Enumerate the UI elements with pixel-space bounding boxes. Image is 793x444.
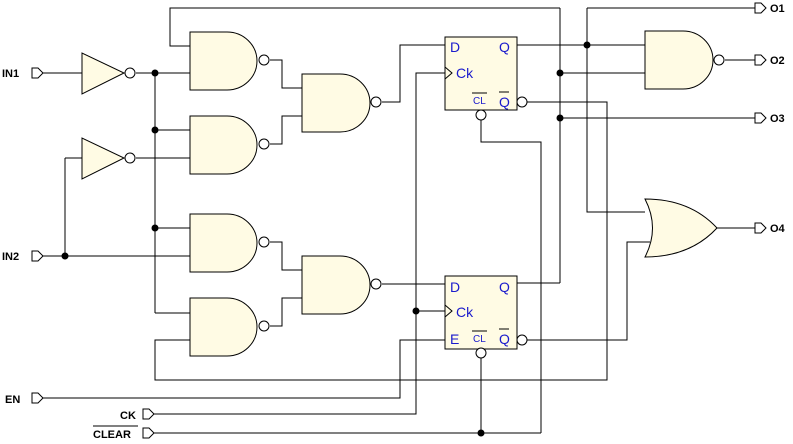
ff2-e-label: E [450, 331, 459, 347]
output-o1: O1 [754, 2, 785, 15]
ff1-q-label: Q [499, 39, 510, 55]
input-en: EN [5, 392, 44, 406]
ff1-cl-label: CL [473, 96, 486, 107]
ck-label: CK [120, 410, 136, 422]
o2-label: O2 [770, 55, 785, 67]
in2-label: IN2 [2, 251, 19, 263]
output-o3: O3 [754, 112, 785, 125]
ff1-qbar-label: Q [499, 94, 510, 110]
ff2-d-label: D [450, 279, 460, 295]
clear-label: CLEAR [93, 429, 131, 441]
nand-gate-3 [301, 73, 382, 133]
nand-gate-5 [189, 297, 270, 357]
input-ck: CK [120, 408, 155, 422]
ff1-ck-label: Ck [456, 65, 474, 81]
in1-label: IN1 [2, 68, 19, 80]
ff2-ck-label: Ck [456, 304, 474, 320]
o1-label: O1 [770, 3, 785, 15]
output-o4: O4 [754, 222, 786, 235]
en-label: EN [5, 394, 20, 406]
o4-label: O4 [770, 223, 786, 235]
nand-gate-1 [189, 31, 270, 91]
or-gate [644, 198, 718, 258]
inverter-2 [81, 137, 136, 180]
nand-gate-4 [189, 213, 270, 273]
nand-gate-6 [301, 255, 382, 315]
ff2-q-label: Q [499, 279, 510, 295]
inverter-1 [81, 52, 136, 95]
wires [42, 7, 755, 434]
o3-label: O3 [770, 113, 785, 125]
input-in2: IN2 [2, 250, 44, 263]
input-clear: CLEAR [93, 425, 155, 441]
and-gate [644, 30, 725, 90]
input-in1: IN1 [2, 67, 44, 80]
output-o2: O2 [754, 54, 785, 67]
ff1-d-label: D [450, 39, 460, 55]
flip-flop-bottom: D Ck E Q CL Q [444, 275, 528, 359]
ff2-qbar-label: Q [499, 331, 510, 347]
flip-flop-top: D Ck Q CL Q [444, 36, 528, 121]
nand-gate-2 [189, 115, 270, 175]
ff2-cl-label: CL [473, 334, 486, 345]
junction-dots [61, 41, 591, 437]
